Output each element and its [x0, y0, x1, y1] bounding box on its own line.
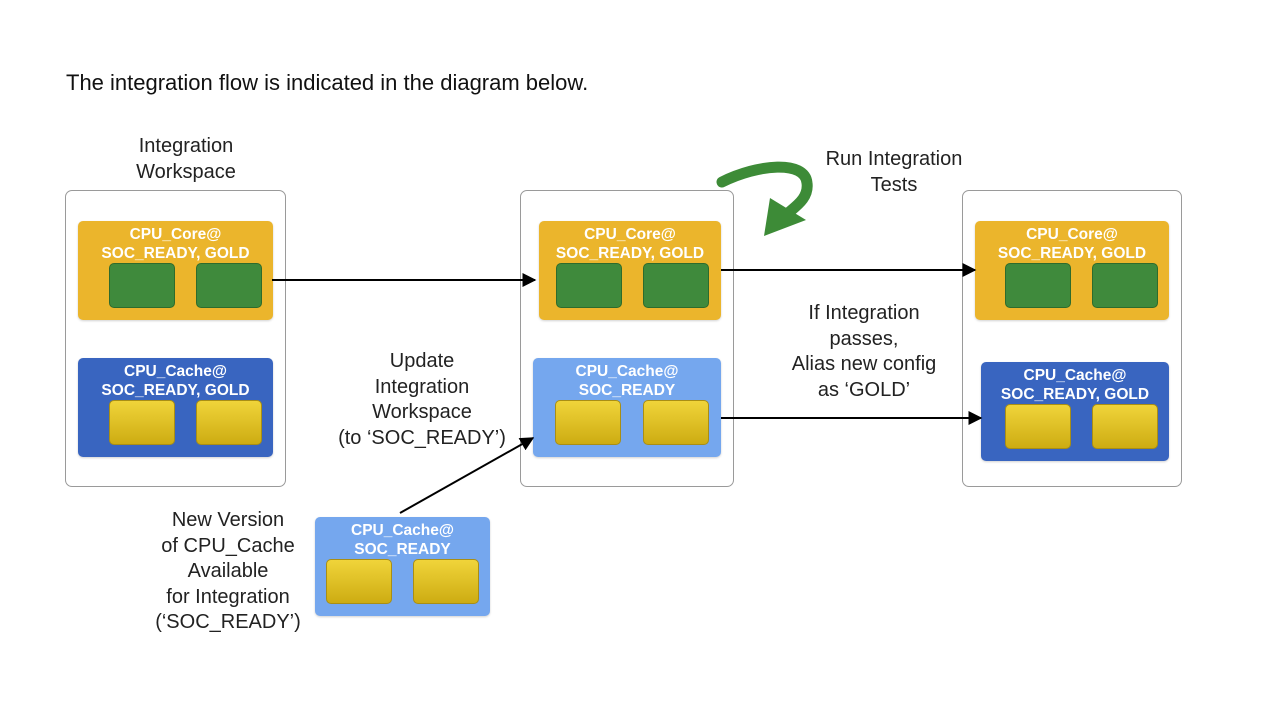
green-block [196, 263, 262, 308]
yellow-block [196, 400, 262, 445]
component-title: CPU_Core@ SOC_READY, GOLD [997, 226, 1147, 262]
component-title: CPU_Cache@ SOC_READY [575, 363, 679, 399]
cpu-core-component: CPU_Core@ SOC_READY, GOLD [78, 221, 273, 320]
new-cpu-cache-component: CPU_Cache@ SOC_READY [315, 517, 490, 616]
cpu-cache-component: CPU_Cache@ SOC_READY [533, 358, 721, 457]
label-integration-workspace: Integration Workspace [136, 135, 236, 183]
cpu-core-component: CPU_Core@ SOC_READY, GOLD [975, 221, 1169, 320]
yellow-block [643, 400, 709, 445]
green-block [1092, 263, 1158, 308]
component-title: CPU_Cache@ SOC_READY, GOLD [101, 363, 250, 399]
component-title: CPU_Cache@ SOC_READY [351, 522, 454, 558]
intro-text: The integration flow is indicated in the… [66, 70, 589, 95]
loop-arrowhead-icon [764, 198, 806, 236]
label-update-workspace: Update Integration Workspace (to ‘SOC_RE… [338, 350, 506, 449]
cpu-cache-component: CPU_Cache@ SOC_READY, GOLD [78, 358, 273, 457]
green-block [1005, 263, 1071, 308]
arrow-new-version-to-workspace2 [399, 437, 535, 514]
yellow-block [109, 400, 175, 445]
yellow-block [1092, 404, 1158, 449]
component-title: CPU_Core@ SOC_READY, GOLD [555, 226, 705, 262]
green-block [643, 263, 709, 308]
cpu-cache-component: CPU_Cache@ SOC_READY, GOLD [981, 362, 1169, 461]
label-run-integration-tests: Run Integration Tests [825, 148, 963, 196]
component-title: CPU_Cache@ SOC_READY, GOLD [1000, 367, 1150, 403]
component-title: CPU_Core@ SOC_READY, GOLD [101, 226, 250, 262]
loop-arrow-icon [716, 161, 813, 220]
yellow-block [555, 400, 621, 445]
yellow-block [1005, 404, 1071, 449]
label-if-passes: If Integration passes, Alias new config … [791, 302, 937, 401]
green-block [556, 263, 622, 308]
cpu-core-component: CPU_Core@ SOC_READY, GOLD [539, 221, 721, 320]
yellow-block [413, 559, 479, 604]
label-new-version: New Version of CPU_Cache Available for I… [155, 509, 301, 633]
green-block [109, 263, 175, 308]
yellow-block [326, 559, 392, 604]
